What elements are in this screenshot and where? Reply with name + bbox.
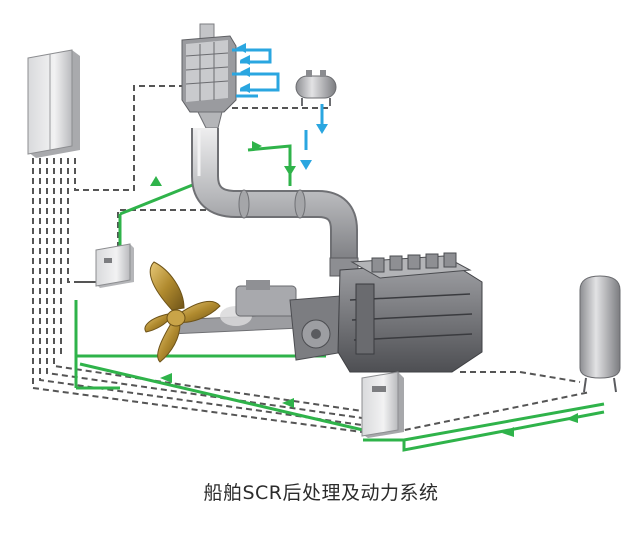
urea-tank [295,70,337,106]
arrow-up-icon [150,176,162,186]
gearbox [289,295,345,361]
control-box [95,243,134,288]
arrow-left-icon [282,398,294,408]
arrow-left-icon [240,67,250,77]
scr-reactor [181,23,237,129]
blue-arrows [236,43,328,170]
arrow-left-icon [566,413,578,423]
arrow-left-icon [160,373,172,383]
diagram-caption: 船舶SCR后处理及动力系统 [203,482,439,504]
arrow-left-icon [240,83,250,93]
control-cabinet [27,49,80,158]
arrow-left-icon [236,43,246,53]
scr-system-diagram [27,23,621,452]
signal-cables [32,80,591,433]
arrow-left-icon [240,55,250,65]
exhaust-pipe [191,128,359,277]
pressure-tank [579,275,621,393]
arrow-down-icon [284,166,296,176]
propeller-shaft [169,280,301,335]
arrow-left-icon [502,427,514,437]
arrow-right-icon [252,141,262,151]
engine [337,252,483,373]
urea-injection-lines [232,48,324,150]
green-arrows [150,141,578,437]
electrical-cabinet [361,371,404,438]
arrow-down-icon [316,124,328,134]
propeller [144,261,221,363]
arrow-down-icon [300,160,312,170]
